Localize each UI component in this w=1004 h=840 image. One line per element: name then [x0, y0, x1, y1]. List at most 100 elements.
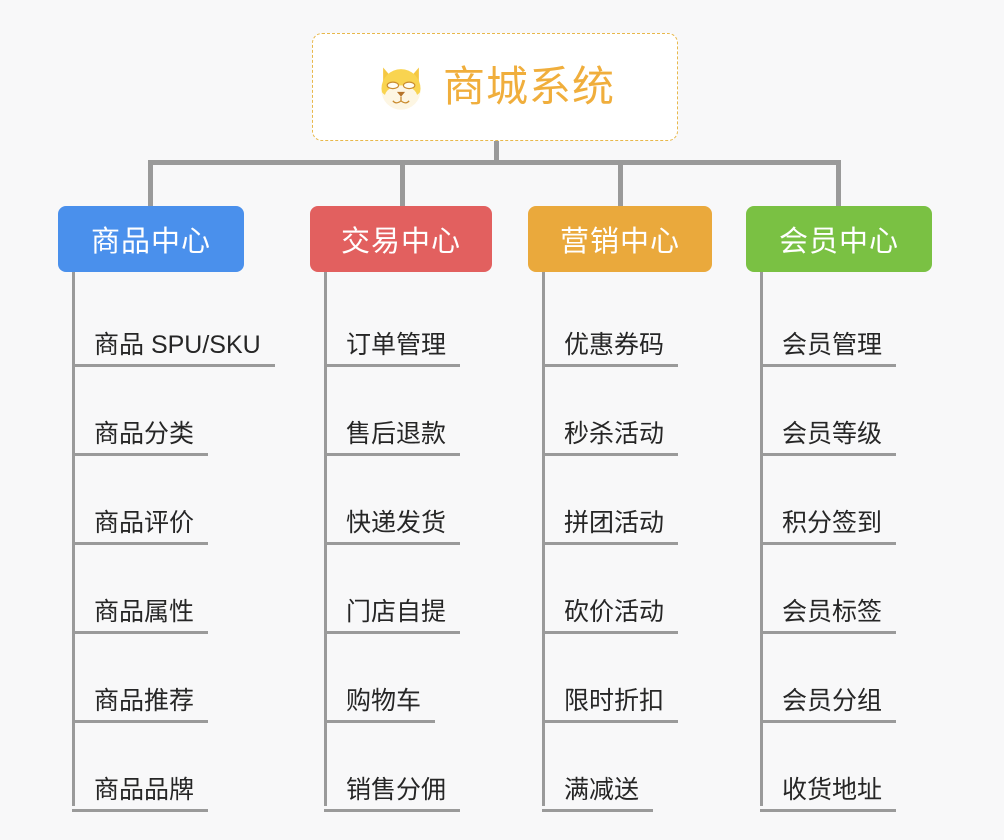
branch-spine-marketing [542, 272, 545, 806]
leaf-node-label: 满减送 [564, 775, 640, 804]
leaf-node[interactable]: 商品推荐 [58, 634, 244, 723]
leaf-node[interactable]: 会员标签 [746, 545, 932, 634]
leaf-node[interactable]: 砍价活动 [528, 545, 712, 634]
category-node-label: 营销中心 [559, 226, 680, 258]
connector-drop-3 [618, 160, 623, 206]
leaf-node-label: 会员分组 [782, 686, 883, 715]
leaf-node-label: 售后退款 [346, 419, 447, 448]
category-node-products[interactable]: 商品中心 [58, 206, 244, 272]
leaf-node[interactable]: 限时折扣 [528, 634, 712, 723]
leaf-node-underline: 拼团活动 [542, 508, 679, 545]
leaf-node-label: 优惠券码 [564, 330, 665, 359]
leaf-node-label: 拼团活动 [564, 508, 665, 537]
leaf-list-marketing: 优惠券码秒杀活动拼团活动砍价活动限时折扣满减送 [528, 272, 712, 812]
category-node-member[interactable]: 会员中心 [746, 206, 932, 272]
leaf-node-label: 门店自提 [346, 597, 447, 626]
leaf-node-label: 商品属性 [94, 597, 195, 626]
leaf-node-label: 快递发货 [346, 508, 447, 537]
leaf-node-label: 收货地址 [782, 775, 883, 804]
connector-horizontal-bus [148, 160, 840, 165]
leaf-node-underline: 售后退款 [324, 419, 461, 456]
leaf-node-label: 砍价活动 [564, 597, 665, 626]
category-node-label: 交易中心 [340, 226, 461, 258]
connector-drop-4 [836, 160, 841, 206]
branch-column-trade: 交易中心订单管理售后退款快递发货门店自提购物车销售分佣 [310, 206, 492, 812]
root-node-shop-system[interactable]: 商城系统 [312, 33, 678, 141]
category-node-label: 商品中心 [90, 226, 211, 258]
leaf-node[interactable]: 积分签到 [746, 456, 932, 545]
leaf-node[interactable]: 会员等级 [746, 367, 932, 456]
branch-spine-member [760, 272, 763, 806]
leaf-node-underline: 会员标签 [760, 597, 897, 634]
leaf-node[interactable]: 商品分类 [58, 367, 244, 456]
leaf-node-underline: 优惠券码 [542, 330, 679, 367]
leaf-node[interactable]: 销售分佣 [310, 723, 492, 812]
leaf-node-underline: 会员等级 [760, 419, 897, 456]
leaf-node-label: 订单管理 [346, 330, 447, 359]
leaf-node[interactable]: 商品属性 [58, 545, 244, 634]
leaf-node[interactable]: 优惠券码 [528, 278, 712, 367]
leaf-node-underline: 商品评价 [72, 508, 209, 545]
leaf-node-label: 销售分佣 [346, 775, 447, 804]
leaf-node-label: 商品推荐 [94, 686, 195, 715]
leaf-node-underline: 销售分佣 [324, 775, 461, 812]
leaf-node-underline: 商品属性 [72, 597, 209, 634]
leaf-node[interactable]: 购物车 [310, 634, 492, 723]
leaf-node-underline: 快递发货 [324, 508, 461, 545]
branch-spine-trade [324, 272, 327, 806]
leaf-node[interactable]: 售后退款 [310, 367, 492, 456]
branch-column-marketing: 营销中心优惠券码秒杀活动拼团活动砍价活动限时折扣满减送 [528, 206, 712, 812]
category-node-label: 会员中心 [778, 226, 899, 258]
leaf-node-label: 商品 SPU/SKU [94, 330, 261, 359]
leaf-node-underline: 商品 SPU/SKU [72, 330, 275, 367]
leaf-node[interactable]: 订单管理 [310, 278, 492, 367]
shiba-dog-face-icon [381, 67, 421, 110]
category-node-marketing[interactable]: 营销中心 [528, 206, 712, 272]
leaf-node-underline: 会员管理 [760, 330, 897, 367]
leaf-node[interactable]: 收货地址 [746, 723, 932, 812]
branch-spine-products [72, 272, 75, 806]
leaf-node-underline: 积分签到 [760, 508, 897, 545]
connector-drop-2 [400, 160, 405, 206]
leaf-node-label: 会员标签 [782, 597, 883, 626]
root-node-title: 商城系统 [442, 63, 615, 110]
leaf-list-trade: 订单管理售后退款快递发货门店自提购物车销售分佣 [310, 272, 492, 812]
branch-column-products: 商品中心商品 SPU/SKU 商品分类商品评价商品属性商品推荐商品品牌 [58, 206, 275, 812]
leaf-node[interactable]: 拼团活动 [528, 456, 712, 545]
leaf-node-label: 商品分类 [94, 419, 195, 448]
leaf-node-label: 购物车 [346, 686, 422, 715]
leaf-node[interactable]: 满减送 [528, 723, 712, 812]
leaf-list-member: 会员管理会员等级积分签到会员标签会员分组收货地址 [746, 272, 932, 812]
leaf-node-label: 限时折扣 [564, 686, 665, 715]
leaf-node-underline: 秒杀活动 [542, 419, 679, 456]
leaf-node[interactable]: 会员分组 [746, 634, 932, 723]
leaf-node-underline: 限时折扣 [542, 686, 679, 723]
leaf-node-underline: 订单管理 [324, 330, 461, 367]
leaf-node-underline: 收货地址 [760, 775, 897, 812]
leaf-node[interactable]: 商品品牌 [58, 723, 244, 812]
connector-drop-1 [148, 160, 153, 206]
leaf-node-underline: 会员分组 [760, 686, 897, 723]
leaf-node[interactable]: 会员管理 [746, 278, 932, 367]
leaf-node[interactable]: 门店自提 [310, 545, 492, 634]
leaf-node-underline: 商品分类 [72, 419, 209, 456]
branch-column-member: 会员中心会员管理会员等级积分签到会员标签会员分组收货地址 [746, 206, 932, 812]
leaf-node-label: 商品评价 [94, 508, 195, 537]
leaf-node-label: 会员等级 [782, 419, 883, 448]
leaf-node-underline: 商品推荐 [72, 686, 209, 723]
leaf-node-label: 积分签到 [782, 508, 883, 537]
leaf-node[interactable]: 商品评价 [58, 456, 244, 545]
leaf-node-underline: 商品品牌 [72, 775, 209, 812]
leaf-node[interactable]: 快递发货 [310, 456, 492, 545]
leaf-node[interactable]: 秒杀活动 [528, 367, 712, 456]
connector-root-stem [494, 141, 499, 165]
leaf-list-products: 商品 SPU/SKU 商品分类商品评价商品属性商品推荐商品品牌 [58, 272, 275, 812]
leaf-node-label: 会员管理 [782, 330, 883, 359]
leaf-node-label: 秒杀活动 [564, 419, 665, 448]
leaf-node-label: 商品品牌 [94, 775, 195, 804]
leaf-node[interactable]: 商品 SPU/SKU [58, 278, 275, 367]
category-node-trade[interactable]: 交易中心 [310, 206, 492, 272]
leaf-node-underline: 满减送 [542, 775, 654, 812]
leaf-node-underline: 门店自提 [324, 597, 461, 634]
